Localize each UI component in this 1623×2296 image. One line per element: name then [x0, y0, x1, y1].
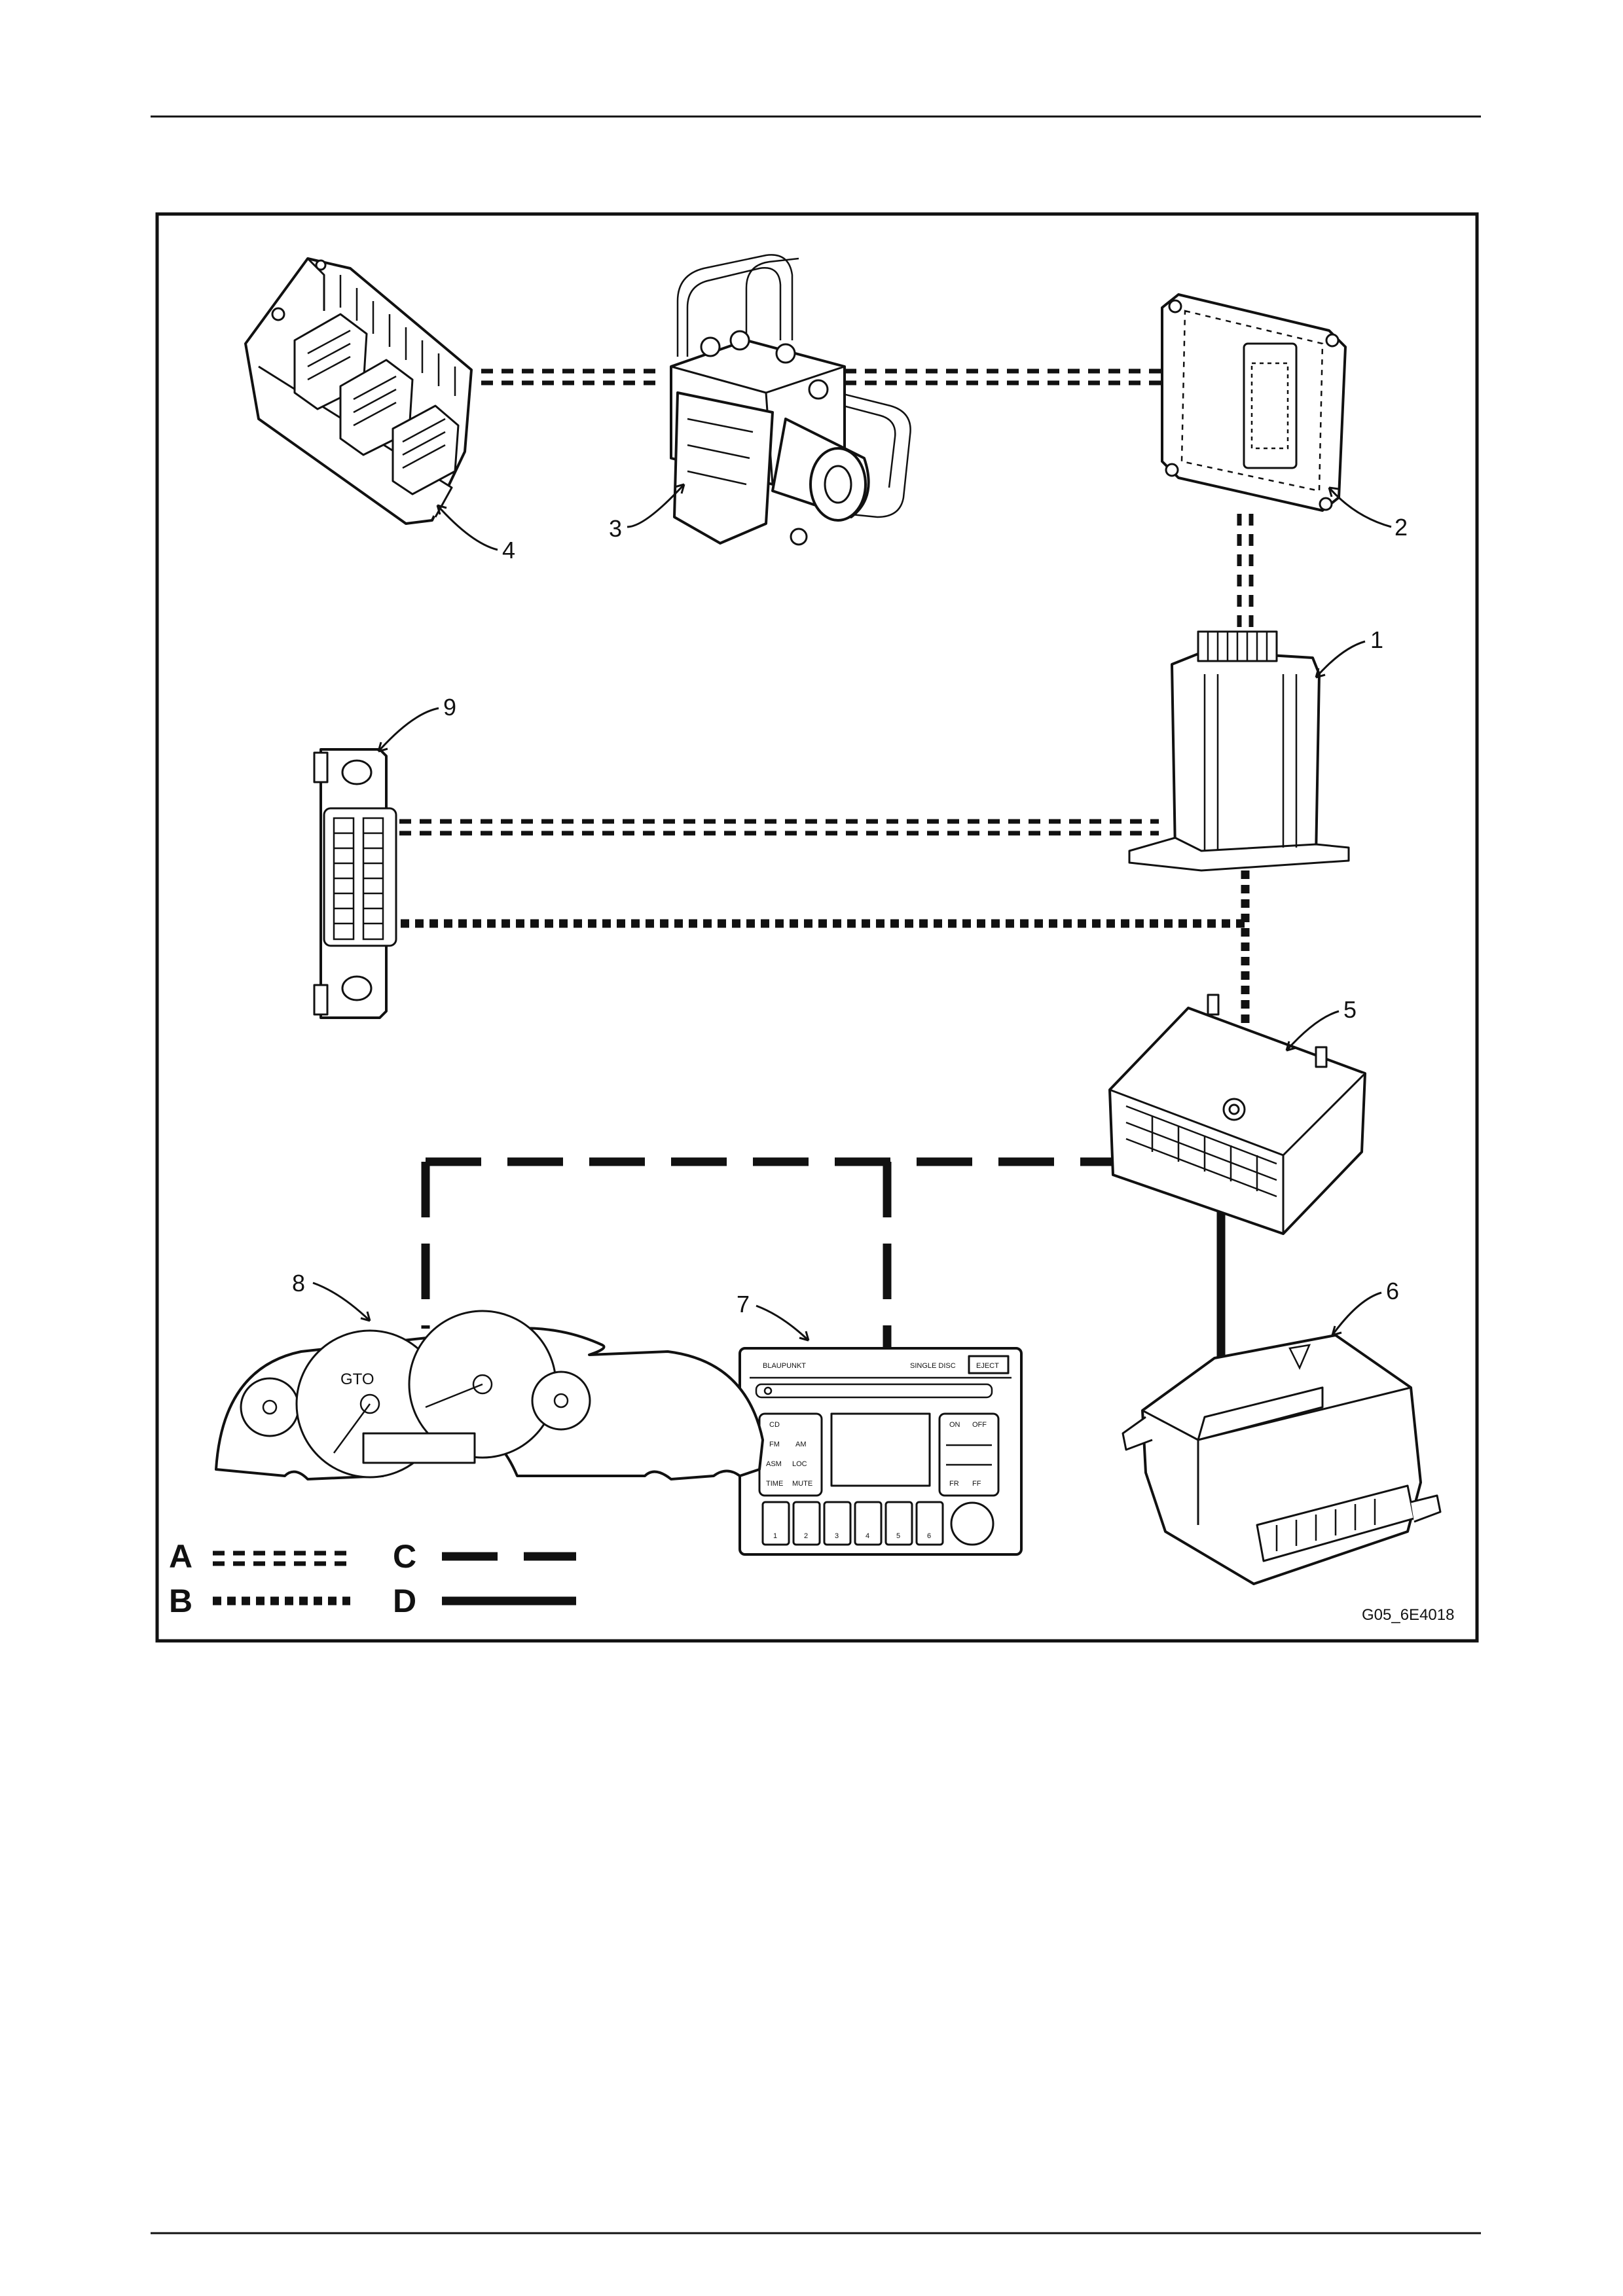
radio-btn-off: OFF: [972, 1421, 987, 1429]
legend-key-c: C: [393, 1538, 416, 1575]
radio-preset-1: 1: [773, 1532, 777, 1540]
line-a-3-2: [845, 371, 1169, 383]
radio-brand: BLAUPUNKT: [763, 1362, 806, 1370]
label-4: 4: [502, 537, 515, 564]
radio-preset-5: 5: [896, 1532, 900, 1540]
radio-btn-mute: MUTE: [792, 1480, 812, 1488]
component-6-module: [1123, 1335, 1440, 1584]
radio-btn-asm: ASM: [766, 1460, 782, 1468]
label-8: 8: [292, 1270, 305, 1297]
radio-btn-fr: FR: [949, 1480, 959, 1488]
legend: A B C D: [169, 1538, 576, 1619]
line-b-9-1-5: [401, 870, 1245, 1028]
cluster-right-gauge: [532, 1372, 590, 1429]
line-a-9-1: [399, 821, 1159, 833]
label-6: 6: [1386, 1278, 1399, 1304]
figure-code: G05_6E4018: [1362, 1606, 1454, 1624]
line-c-bus: [426, 1162, 1221, 1348]
component-9-dlc: [314, 749, 396, 1018]
line-a-2-1: [1239, 514, 1251, 645]
radio-btn-ff: FF: [972, 1480, 981, 1488]
label-7: 7: [737, 1291, 750, 1318]
legend-key-a: A: [169, 1538, 192, 1575]
radio-btn-am: AM: [795, 1441, 807, 1448]
component-2-ecm: [1162, 295, 1345, 511]
legend-key-b: B: [169, 1583, 192, 1619]
radio-preset-4: 4: [866, 1532, 869, 1540]
radio-volume-knob: [951, 1503, 993, 1545]
radio-btn-fm: FM: [769, 1441, 780, 1448]
cluster-left-gauge: [241, 1378, 299, 1436]
component-5-bcm: [1110, 995, 1365, 1234]
radio-btn-loc: LOC: [792, 1460, 807, 1468]
component-1-module: [1129, 632, 1349, 870]
label-9: 9: [443, 694, 456, 721]
radio-preset-2: 2: [804, 1532, 808, 1540]
legend-item-c: C: [393, 1538, 576, 1575]
radio-btn-cd: CD: [769, 1421, 780, 1429]
component-7-radio: BLAUPUNKT SINGLE DISC EJECT CD FM AM ASM…: [740, 1348, 1021, 1554]
radio-preset-6: 6: [927, 1532, 931, 1540]
connection-lines: [399, 371, 1251, 1358]
label-1: 1: [1370, 626, 1383, 653]
component-8-instrument-cluster: GTO: [216, 1311, 763, 1479]
legend-item-a: A: [169, 1538, 350, 1575]
legend-key-d: D: [393, 1583, 416, 1619]
legend-item-b: B: [169, 1583, 350, 1619]
radio-left-buttons: CD FM AM ASM LOC TIME MUTE: [759, 1414, 822, 1496]
label-3: 3: [609, 515, 622, 542]
radio-eject-button: EJECT: [976, 1362, 999, 1370]
label-5: 5: [1343, 996, 1357, 1023]
component-4-module: [246, 259, 471, 524]
line-a-4-3: [481, 371, 661, 383]
radio-btn-on: ON: [949, 1421, 960, 1429]
legend-item-d: D: [393, 1583, 576, 1619]
radio-right-buttons: ON OFF FR FF: [939, 1414, 998, 1496]
radio-preset-3: 3: [835, 1532, 839, 1540]
radio-disc-label: SINGLE DISC: [910, 1362, 956, 1370]
radio-btn-time: TIME: [766, 1480, 783, 1488]
cluster-gto-logo: GTO: [340, 1371, 374, 1388]
component-3-abs-unit: [671, 255, 911, 545]
label-2: 2: [1395, 514, 1408, 541]
